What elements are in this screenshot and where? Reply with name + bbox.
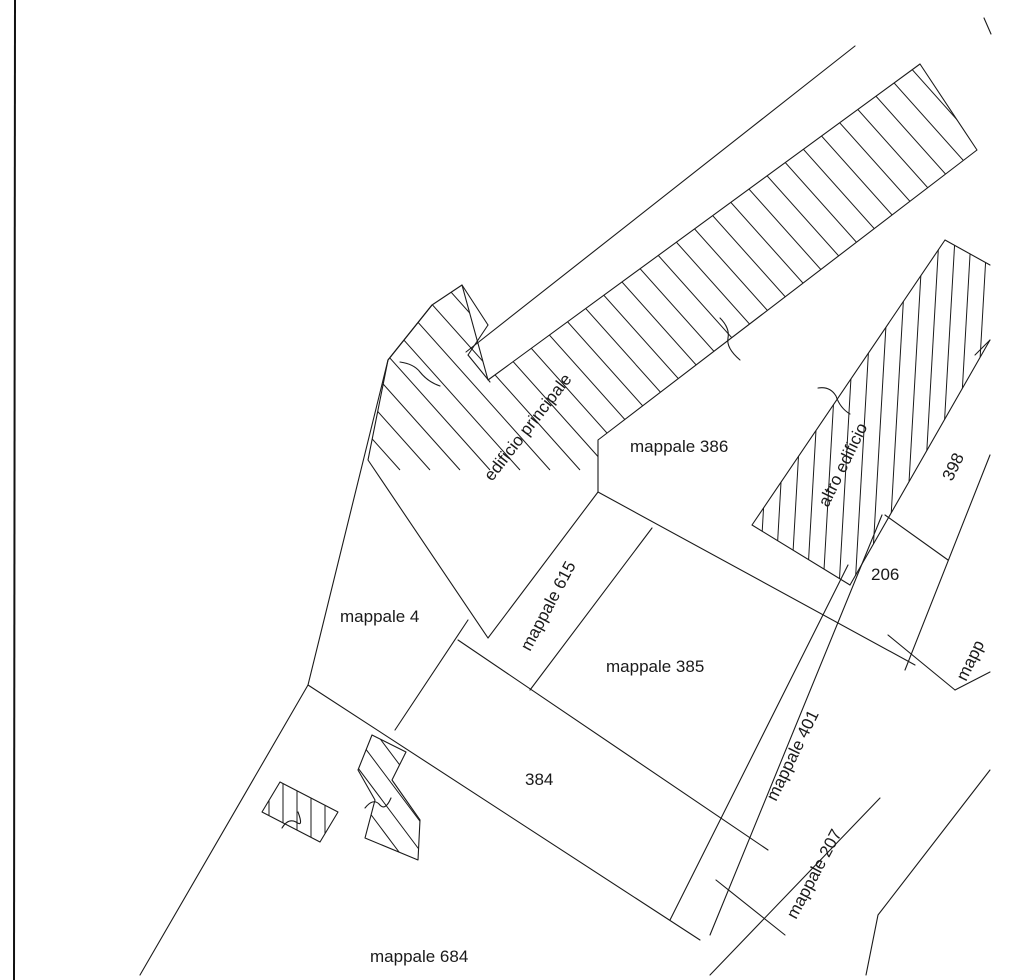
hatch-line	[368, 64, 581, 471]
hatch-line	[368, 64, 431, 471]
hatch-line	[368, 64, 641, 471]
hatch-line	[365, 735, 420, 860]
hatch-line	[789, 64, 977, 471]
label-altro-edificio: altro edificio	[815, 420, 872, 510]
hatch-line	[879, 64, 977, 471]
hatch-line	[368, 64, 701, 471]
label-edificio-principale: edificio principale	[480, 370, 575, 484]
hatch-line	[759, 64, 977, 471]
hatch-line	[369, 64, 791, 471]
hatch-line	[432, 720, 552, 880]
hatch-line	[358, 735, 420, 860]
hatch-line	[899, 240, 941, 585]
hatch-line	[0, 0, 280, 470]
hatch-line	[368, 64, 401, 471]
hatch-line	[755, 240, 797, 585]
hatch-line	[787, 240, 829, 585]
hatch-line	[368, 64, 371, 471]
hatch-line	[368, 64, 731, 471]
hatch-line	[963, 240, 990, 585]
label-mappale-385: mappale 385	[606, 657, 704, 676]
label-mappale-4: mappale 4	[340, 607, 419, 626]
hatch-line	[549, 64, 971, 471]
label-mappale-207: mappale 207	[783, 826, 846, 922]
label-384: 384	[525, 770, 553, 789]
shed-2	[357, 720, 552, 880]
label-398: 398	[939, 450, 969, 484]
hatch-line	[996, 220, 1024, 920]
hatch-line	[0, 0, 340, 470]
hatch-line	[699, 64, 977, 471]
hatch-line	[947, 240, 989, 585]
hatch-line	[0, 0, 310, 470]
hatch-line	[639, 64, 977, 471]
hatch-line	[399, 64, 821, 471]
hatch-line	[969, 64, 977, 471]
hatch-line	[752, 240, 781, 585]
hatch-line	[669, 64, 977, 471]
hatch-line	[979, 240, 990, 585]
hatch-line	[609, 64, 977, 471]
hatch-line	[0, 0, 250, 470]
hatch-line	[459, 64, 881, 471]
label-mappale-386: mappale 386	[630, 437, 728, 456]
hatch-line	[771, 240, 813, 585]
label-mappale-615: mappale 615	[517, 558, 580, 654]
hatch-line	[803, 240, 845, 585]
hatch-line	[0, 0, 220, 470]
hatch-line	[752, 240, 765, 585]
hatch-line	[358, 735, 420, 860]
label-206: 206	[871, 565, 899, 584]
hatch-line	[915, 240, 957, 585]
map-frame-left	[13, 0, 16, 980]
hatch-line	[849, 64, 977, 471]
hatch-line	[409, 735, 420, 860]
hatch-line	[368, 64, 551, 471]
hatch-line	[579, 64, 977, 471]
corner-mark	[983, 17, 992, 35]
hatch-line	[368, 64, 461, 471]
hatch-line	[676, 220, 716, 920]
hatch-line	[429, 64, 851, 471]
shed-1	[261, 781, 339, 843]
building-other	[660, 220, 1024, 920]
hatch-line	[939, 64, 977, 471]
hatch-line	[1012, 220, 1024, 920]
hatch-line	[368, 64, 491, 471]
parcel-boundaries	[139, 304, 991, 976]
hatch-line	[368, 64, 671, 471]
hatch-line	[931, 240, 973, 585]
label-mappa-edge: mapp	[953, 637, 989, 684]
hatch-line	[660, 220, 700, 920]
hatch-line	[368, 64, 521, 471]
hatch-line	[909, 64, 977, 471]
hatch-line	[1000, 0, 1024, 470]
hatch-line	[835, 240, 877, 585]
hatch-line	[519, 64, 941, 471]
label-mappale-401: mappale 401	[763, 707, 823, 804]
hatch-line	[358, 735, 420, 860]
road-edge-north	[465, 45, 856, 353]
hatch-line	[729, 64, 977, 471]
label-mappale-684: mappale 684	[370, 947, 468, 966]
